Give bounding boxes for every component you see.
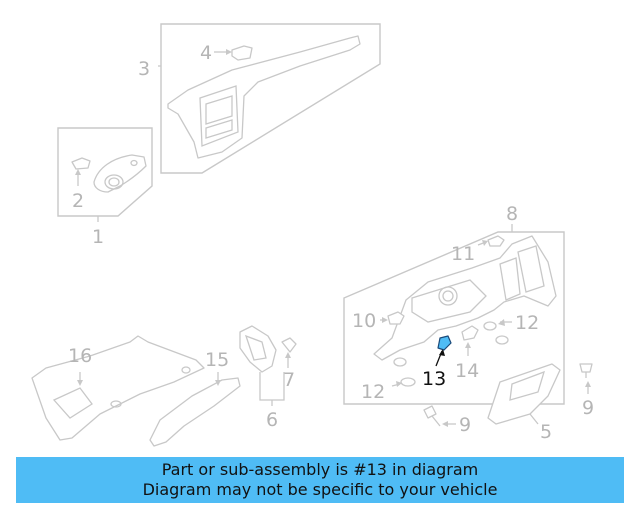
callout-9-lower: 9 <box>459 414 471 436</box>
part-5-glove-box <box>487 363 561 425</box>
part-11-clip <box>487 235 505 247</box>
banner-line-2: Diagram may not be specific to your vehi… <box>142 480 498 499</box>
part-15-trim <box>149 377 241 447</box>
group-box-1 <box>57 127 153 217</box>
part-8-lower-panel <box>373 235 557 361</box>
callout-1: 1 <box>92 226 104 248</box>
callout-13[interactable]: 13 <box>422 368 446 390</box>
callout-6: 6 <box>266 409 278 431</box>
part-group-6 <box>239 325 297 406</box>
callout-9-right: 9 <box>582 397 594 419</box>
part-group-9 <box>423 363 593 427</box>
part-group-16 <box>31 335 205 441</box>
callout-16: 16 <box>68 345 92 367</box>
part-3-dash-panel <box>167 35 361 159</box>
callout-10: 10 <box>352 310 376 332</box>
part-12-grommet-lower <box>393 357 407 367</box>
callout-14: 14 <box>455 360 479 382</box>
banner-line-1: Part or sub-assembly is #13 in diagram <box>161 460 479 479</box>
part-16-under-panel <box>31 335 205 441</box>
callout-12-lower: 12 <box>361 381 385 403</box>
part-13-highlight[interactable] <box>437 335 452 351</box>
part-1-bezel <box>93 154 147 193</box>
callout-5: 5 <box>540 421 552 443</box>
callout-labels: 1 2 3 4 5 6 7 8 9 9 10 11 12 12 13 14 15… <box>68 42 594 443</box>
part-4-clip <box>231 45 253 61</box>
part-6-bracket <box>239 325 277 373</box>
callout-3: 3 <box>138 58 150 80</box>
part-10-clip <box>387 311 405 325</box>
callout-7: 7 <box>283 369 295 391</box>
callout-15: 15 <box>205 349 229 371</box>
info-banner: Part or sub-assembly is #13 in diagram D… <box>16 457 624 503</box>
part-9-screw-lower <box>423 405 437 419</box>
part-group-5 <box>487 363 561 425</box>
callout-2: 2 <box>72 190 84 212</box>
group-box-3 <box>160 23 381 174</box>
part-group-3 <box>158 23 381 174</box>
part-group-1 <box>57 127 153 222</box>
part-group-8 <box>343 224 565 405</box>
part-7-clip <box>281 337 297 353</box>
callout-8: 8 <box>506 203 518 225</box>
part-9-screw-right <box>579 363 593 373</box>
callout-12-right: 12 <box>515 312 539 334</box>
part-14-clip <box>461 325 479 341</box>
part-12-grommet-upper <box>483 321 497 331</box>
callout-11: 11 <box>451 243 475 265</box>
part-1-bezel-hole <box>104 174 124 190</box>
part-group-15 <box>149 372 241 447</box>
group-box-8 <box>343 231 565 405</box>
part-2-clip <box>71 157 91 170</box>
callout-4: 4 <box>200 42 212 64</box>
